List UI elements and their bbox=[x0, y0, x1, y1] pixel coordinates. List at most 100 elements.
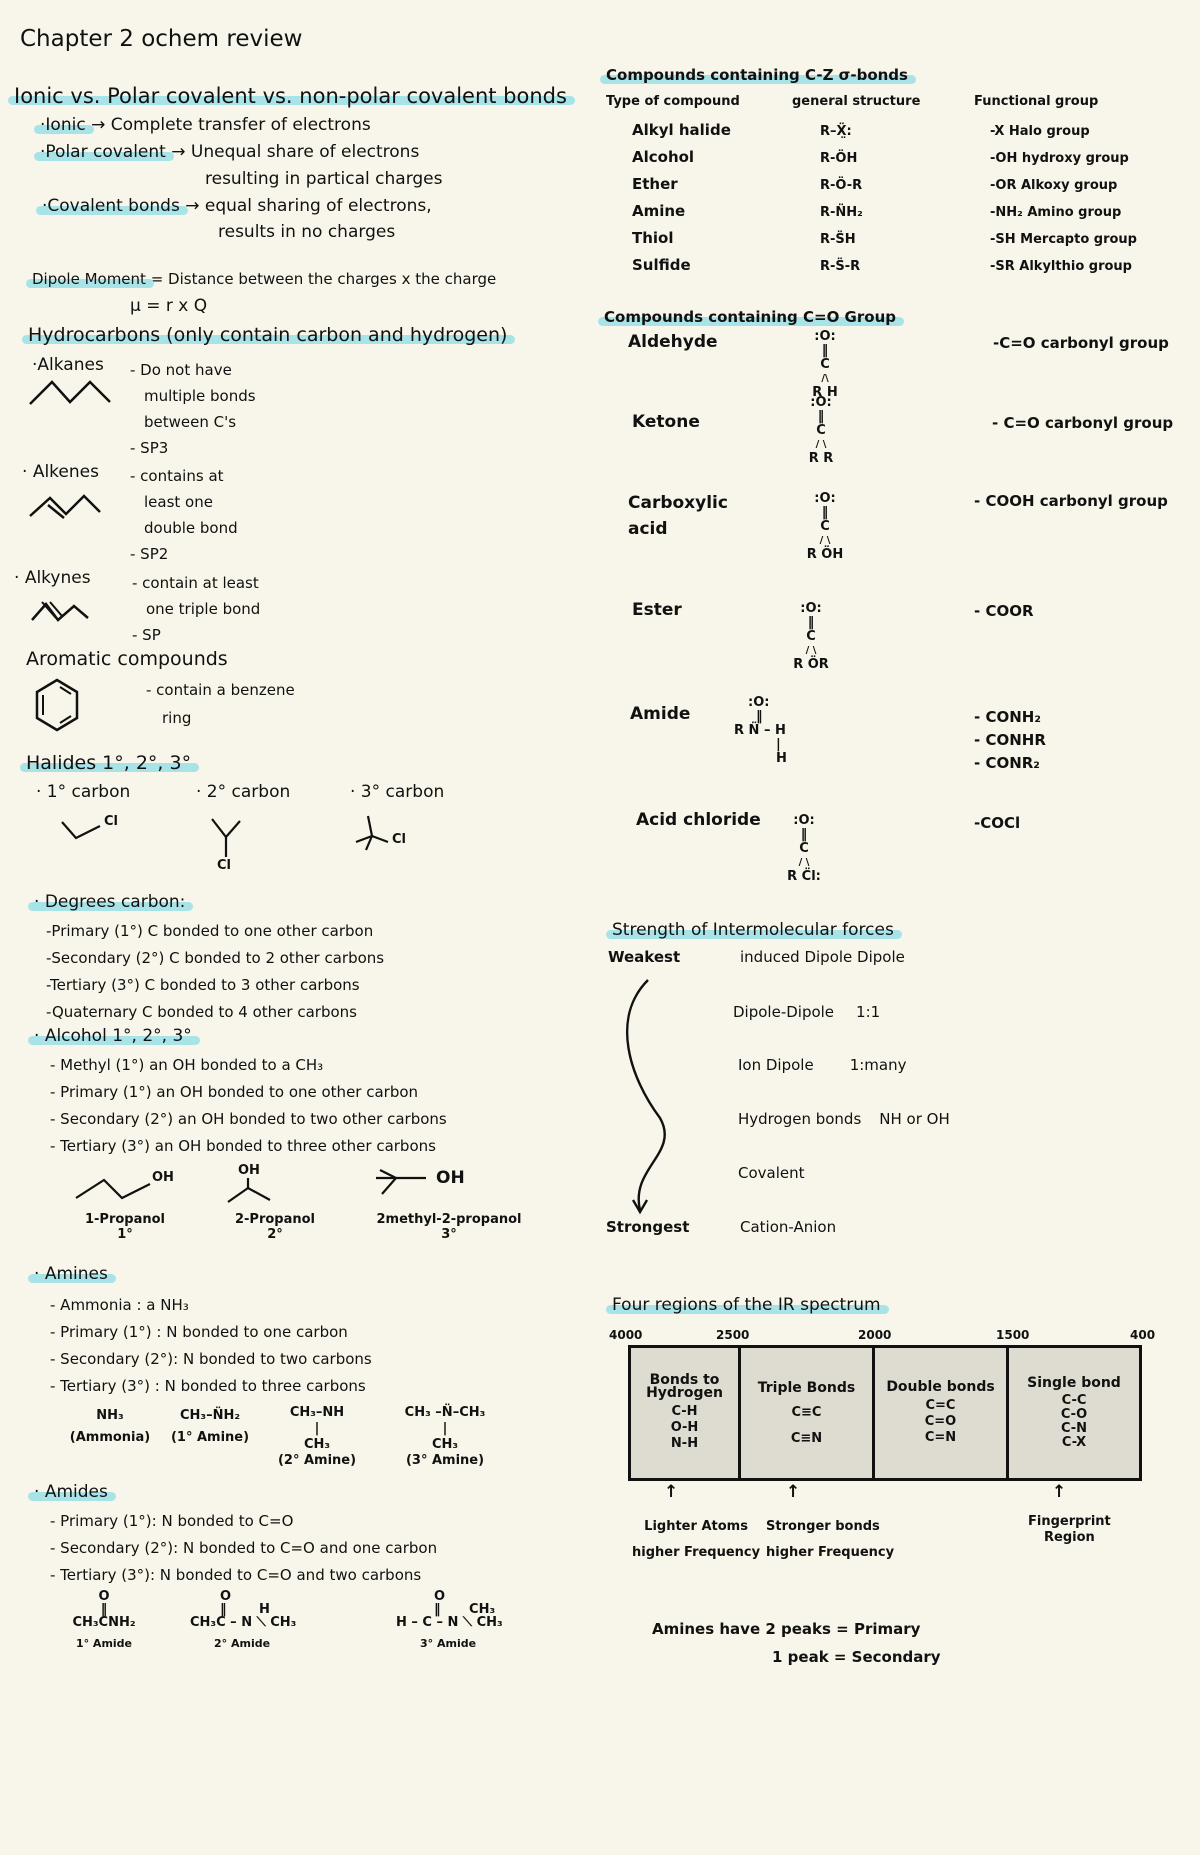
hydrocarbons-heading: Hydrocarbons (only contain carbon and hy… bbox=[21, 324, 516, 346]
amine-example-ammonia: NH₃(Ammonia) bbox=[69, 1408, 151, 1445]
tertiary-halide-structure-icon bbox=[355, 815, 389, 851]
imf-force-6: Cation-Anion bbox=[740, 1218, 837, 1236]
sigma-col-structure: general structure bbox=[792, 94, 921, 109]
sigma-col-group: Functional group bbox=[974, 94, 1099, 109]
benzene-ring-icon bbox=[35, 678, 79, 732]
alkene-structure-icon bbox=[29, 494, 101, 519]
dipole-formula: μ = r x Q bbox=[130, 296, 208, 316]
ir-heading: Four regions of the IR spectrum bbox=[606, 1295, 889, 1315]
aromatic-heading: Aromatic compounds bbox=[26, 648, 228, 670]
imf-heading: Strength of Intermolecular forces bbox=[606, 920, 902, 940]
carbonyl-amide-type: Amide bbox=[630, 704, 691, 724]
carboxylic-acid-structure: :O:‖C/ \R ÖH bbox=[806, 491, 844, 562]
ester-structure: :O:‖C/ \R ÖR bbox=[793, 601, 829, 672]
carbonyl-aldehyde-type: Aldehyde bbox=[628, 332, 718, 352]
halide-3-label: · 3° carbon bbox=[350, 782, 445, 802]
degrees-list: -Primary (1°) C bonded to one other carb… bbox=[46, 922, 385, 1021]
amide-structure: :O:‖R N̈ – H|H bbox=[734, 695, 787, 766]
amine-peaks-note-1: Amines have 2 peaks = Primary bbox=[652, 1620, 921, 1638]
ir-tick-1500: 1500 bbox=[996, 1328, 1030, 1342]
bond-covalent-cont: results in no charges bbox=[218, 222, 396, 242]
alkanes-label: ·Alkanes bbox=[32, 355, 104, 375]
dipole-definition: Dipole Moment = Distance between the cha… bbox=[26, 270, 497, 289]
ir-tick-4000: 4000 bbox=[609, 1328, 643, 1342]
propanol-2-oh: OH bbox=[238, 1163, 260, 1178]
amine-example-tertiary: CH₃ –N̈–CH₃|CH₃(3° Amine) bbox=[404, 1405, 486, 1468]
propanol-1-structure-icon bbox=[75, 1178, 151, 1200]
ir-tick-2500: 2500 bbox=[716, 1328, 750, 1342]
ester-group: - COOR bbox=[974, 602, 1034, 620]
carbonyl-ketone-type: Ketone bbox=[632, 412, 700, 432]
alcohol-heading: · Alcohol 1°, 2°, 3° bbox=[28, 1026, 200, 1046]
alkyne-structure-icon bbox=[31, 601, 89, 622]
ketone-group: - C=O carbonyl group bbox=[992, 414, 1174, 432]
page-title: Chapter 2 ochem review bbox=[20, 26, 303, 52]
amide-groups: - CONH₂- CONHR- CONR₂ bbox=[974, 708, 1046, 772]
carboxylic-acid-group: - COOH carbonyl group bbox=[974, 492, 1168, 510]
propanol-1-oh: OH bbox=[152, 1170, 174, 1185]
halide-2-atom: Cl bbox=[217, 858, 231, 873]
amides-heading: · Amides bbox=[28, 1482, 116, 1502]
carbonyl-heading: Compounds containing C=O Group bbox=[598, 308, 904, 327]
amides-list: - Primary (1°): N bonded to C=O - Second… bbox=[50, 1512, 438, 1584]
amine-example-secondary: CH₃–NH|CH₃(2° Amine) bbox=[277, 1405, 357, 1468]
bond-polar-covalent: ·Polar covalent → Unequal share of elect… bbox=[34, 142, 420, 162]
alkenes-label: · Alkenes bbox=[22, 462, 99, 482]
aldehyde-structure: :O:‖C/\R H bbox=[812, 329, 838, 400]
alkane-structure-icon bbox=[29, 380, 111, 405]
bond-ionic: ·Ionic → Complete transfer of electrons bbox=[34, 115, 371, 135]
methylpropanol-oh: OH bbox=[436, 1168, 465, 1188]
alkanes-notes: - Do not have multiple bonds between C's… bbox=[130, 361, 256, 457]
alkynes-notes: - contain at least one triple bond - SP bbox=[132, 574, 261, 644]
halides-heading: Halides 1°, 2°, 3° bbox=[19, 752, 200, 774]
secondary-halide-structure-icon bbox=[211, 818, 241, 857]
bond-polar-covalent-cont: resulting in partical charges bbox=[205, 169, 443, 189]
imf-strongest-label: Strongest bbox=[606, 1218, 690, 1236]
carbonyl-acid-chloride-type: Acid chloride bbox=[636, 810, 761, 830]
wavy-arrow-icon bbox=[625, 979, 666, 1215]
imf-force-1: induced Dipole Dipole bbox=[740, 948, 905, 966]
aromatic-notes: - contain a benzene ring bbox=[146, 681, 295, 727]
alcohol-list: - Methyl (1°) an OH bonded to a CH₃ - Pr… bbox=[50, 1056, 447, 1155]
halide-2-label: · 2° carbon bbox=[196, 782, 291, 802]
up-arrow-icon: ↑ bbox=[664, 1482, 679, 1502]
imf-weakest-label: Weakest bbox=[608, 948, 681, 966]
methylpropanol-structure-icon bbox=[376, 1169, 426, 1195]
primary-halide-structure-icon bbox=[61, 821, 101, 840]
up-arrow-icon: ↑ bbox=[1052, 1482, 1067, 1502]
carbonyl-acid-type: Carboxylic acid bbox=[628, 493, 728, 539]
aldehyde-group: -C=O carbonyl group bbox=[993, 334, 1169, 352]
amines-list: - Ammonia : a NH₃ - Primary (1°) : N bon… bbox=[50, 1296, 372, 1395]
halide-3-atom: Cl bbox=[392, 832, 406, 847]
sigma-col-type: Type of compound bbox=[606, 94, 740, 109]
acid-chloride-group: -COCl bbox=[974, 814, 1021, 832]
carbonyl-ester-type: Ester bbox=[632, 600, 682, 620]
propanol-2-structure-icon bbox=[227, 1178, 271, 1203]
acid-chloride-structure: :O:‖C/ \R C̈l: bbox=[787, 813, 821, 884]
alkynes-label: · Alkynes bbox=[14, 568, 91, 588]
ir-tick-2000: 2000 bbox=[858, 1328, 892, 1342]
sigma-heading: Compounds containing C-Z σ-bonds bbox=[600, 66, 916, 85]
sigma-groups: -X Halo group-OH hydroxy group-OR Alkoxy… bbox=[990, 124, 1137, 274]
imf-force-5: Covalent bbox=[738, 1164, 805, 1182]
bonds-heading: Ionic vs. Polar covalent vs. non-polar c… bbox=[8, 84, 575, 108]
amines-heading: · Amines bbox=[28, 1264, 116, 1284]
